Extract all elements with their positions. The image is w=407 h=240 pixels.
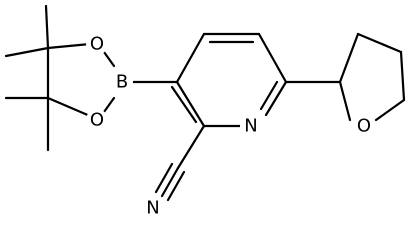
c-o-bottom-bond [46,96,92,118]
thf-c4-c5-bond [399,50,406,102]
boron-atom: B [111,71,133,93]
c2-cn-bond [176,124,206,170]
c6-n1-bond [264,80,288,117]
pyridine-nitrogen-label: N [244,116,257,137]
thf-o-c2-bond [338,80,352,122]
c2-c3-bond [175,80,206,128]
ring-oxygen-bottom-label: O [90,110,104,131]
boron-label: B [116,72,128,93]
methyl-bond-1 [44,4,50,50]
methyl-bond-2 [4,46,50,58]
c-o-top-bond [46,42,92,50]
molecule-structure: O O B N N O [4,4,406,219]
o-b-bottom-bond [102,96,116,114]
thf-c3-c4-bond [356,32,403,54]
nitrile-bond-3 [166,170,186,202]
ring-oxygen-top-atom: O [86,33,108,55]
thf-c5-o-bond [374,98,406,122]
o-b-top-bond [102,50,116,68]
nitrile-nitrogen-atom: N [142,197,164,219]
nitrile-bond-1 [160,166,180,198]
thf-oxygen-label: O [357,116,371,137]
pyridine-nitrogen-atom: N [240,115,262,137]
atom-labels: O O B N N O [86,33,375,219]
c5-c6-bond [257,32,288,84]
ring-oxygen-top-label: O [90,34,104,55]
ring-oxygen-bottom-atom: O [86,109,108,131]
thf-oxygen-atom: O [353,115,375,137]
thf-c2-c3-bond [338,32,360,84]
nitrile-nitrogen-label: N [146,198,159,219]
bonds [4,4,406,202]
c6-n1-double [259,80,279,111]
c3-c4-bond [175,32,206,84]
c2-c3-double [170,85,198,124]
nitrile-bond-2 [154,162,174,194]
